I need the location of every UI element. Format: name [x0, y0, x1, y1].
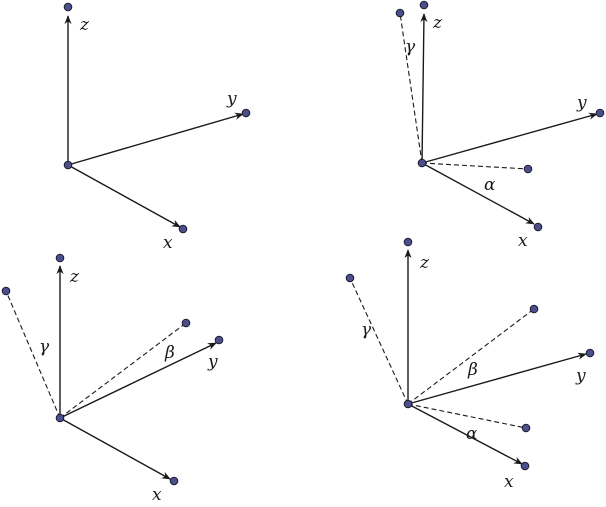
x-axis [407, 403, 523, 465]
y-axis [407, 352, 587, 405]
alpha-dashed-line [421, 162, 529, 170]
x-endpoint [520, 461, 530, 471]
x-label: x [518, 231, 528, 251]
alpha-endpoint [521, 423, 531, 433]
beta-label: β [164, 343, 175, 363]
x-label: x [163, 233, 173, 253]
z-endpoint [419, 0, 429, 10]
x-axis [59, 417, 171, 480]
y-endpoint [241, 108, 251, 118]
gamma-dashed-line [399, 12, 423, 164]
beta-endpoint [529, 304, 539, 314]
beta-label: β [467, 360, 478, 380]
z-label: z [419, 253, 430, 273]
panel-2: γ z y α x [395, 0, 605, 251]
y-endpoint [585, 348, 595, 358]
gamma-label: γ [39, 337, 50, 357]
y-label: y [575, 366, 586, 386]
gamma-dashed-line [349, 277, 409, 405]
z-label: z [432, 13, 443, 33]
beta-dashed-line [59, 322, 187, 419]
y-axis [421, 112, 598, 164]
y-endpoint [595, 108, 605, 118]
panel-4: γ z β y α x [345, 237, 595, 492]
x-label: x [152, 485, 162, 505]
beta-dashed-line [407, 308, 535, 405]
y-label: y [576, 93, 587, 113]
alpha-endpoint [523, 164, 533, 174]
panel-3: γ z β y x [1, 253, 224, 505]
alpha-label: α [466, 424, 478, 444]
gamma-dashed-line [5, 290, 61, 419]
y-axis [59, 342, 217, 419]
y-label: y [207, 352, 218, 372]
origin-point [63, 160, 73, 170]
x-axis [67, 164, 181, 228]
gamma-endpoint [345, 273, 355, 283]
y-endpoint [214, 335, 224, 345]
beta-endpoint [181, 318, 191, 328]
gamma-label: γ [361, 320, 372, 340]
alpha-dashed-line [407, 403, 527, 429]
z-endpoint [63, 2, 73, 12]
origin-point [55, 413, 65, 423]
z-label: z [69, 267, 80, 287]
alpha-label: α [484, 175, 496, 195]
origin-point [417, 158, 427, 168]
y-axis [67, 112, 244, 166]
gamma-endpoint [1, 286, 11, 296]
y-label: y [226, 89, 237, 109]
z-endpoint [403, 237, 413, 247]
z-label: z [79, 15, 90, 35]
gamma-label: γ [405, 37, 416, 57]
x-endpoint [533, 222, 543, 232]
x-endpoint [169, 476, 179, 486]
gamma-endpoint [395, 8, 405, 18]
x-endpoint [178, 224, 188, 234]
x-axis [421, 162, 535, 225]
panel-1: z y x [63, 2, 251, 253]
origin-point [403, 399, 413, 409]
z-endpoint [55, 253, 65, 263]
x-label: x [504, 472, 514, 492]
z-axis [420, 13, 428, 164]
